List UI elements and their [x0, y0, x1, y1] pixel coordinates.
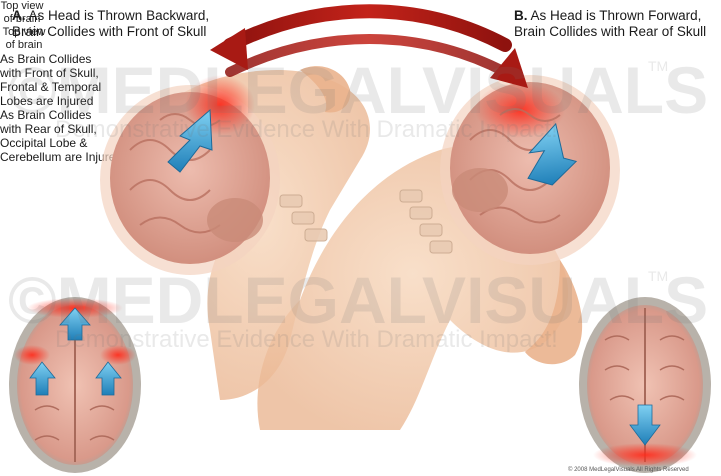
- panel-b-line1: As Head is Thrown Forward,: [531, 8, 702, 23]
- watermark-tm-bottom: TM: [648, 268, 668, 284]
- watermark-tm-top: TM: [648, 58, 668, 74]
- panel-b-title: B. As Head is Thrown Forward, Brain Coll…: [514, 8, 706, 40]
- panel-a-line1: As Head is Thrown Backward,: [29, 8, 210, 23]
- watermark-tagline-top: Demonstrative Evidence With Dramatic Imp…: [55, 116, 558, 144]
- panel-a-letter: A.: [12, 8, 26, 23]
- watermark-tagline-bottom: Demonstrative Evidence With Dramatic Imp…: [55, 326, 558, 354]
- copyright-notice: © 2008 MedLegalVisuals All Rights Reserv…: [568, 466, 689, 474]
- panel-a-line2: Brain Collides with Front of Skull: [12, 24, 206, 39]
- panel-b-letter: B.: [514, 8, 528, 23]
- panel-b-line2: Brain Collides with Rear of Skull: [514, 24, 706, 39]
- panel-a-title: A. As Head is Thrown Backward, Brain Col…: [12, 8, 209, 40]
